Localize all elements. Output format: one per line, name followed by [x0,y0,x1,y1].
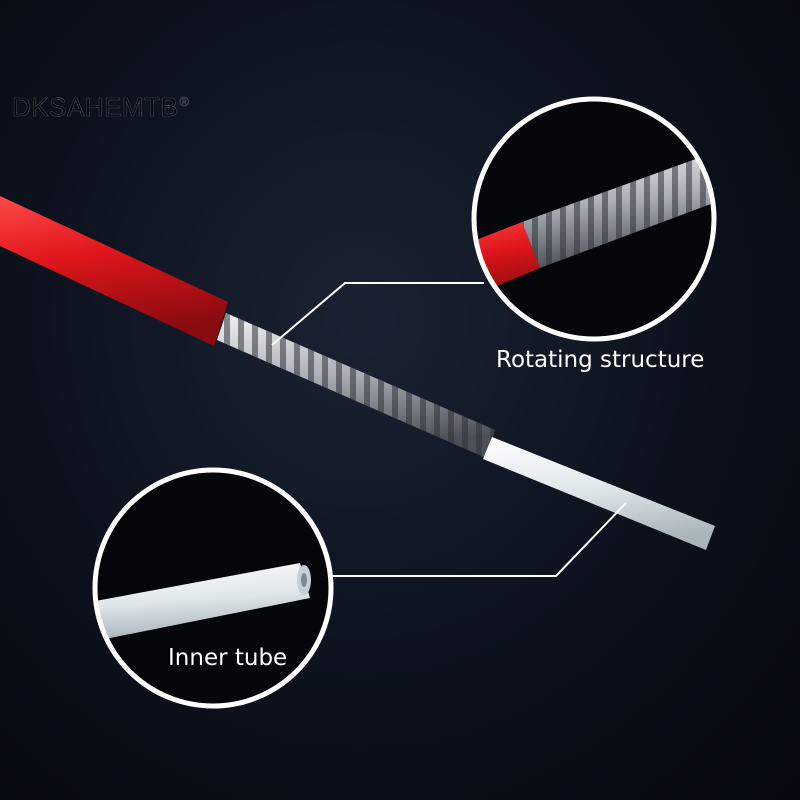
rotating-structure-label: Rotating structure [496,347,705,373]
brand-watermark: DKSAHEMTB® [12,92,190,123]
white-inner-tube [483,437,715,550]
inner-tube-label: Inner tube [168,645,288,671]
magnifier-inner-tube [92,467,334,709]
rotating-callout-line [271,282,484,346]
red-outer-housing [0,196,228,346]
registered-mark: ® [179,94,190,110]
callout-lines [271,282,627,577]
cable-assembly [0,196,715,550]
magnifier-rotating-structure [471,96,717,342]
brand-name: DKSAHEMTB [12,92,179,123]
inner-callout-line [325,502,627,577]
steel-coil-ridges [217,313,495,458]
